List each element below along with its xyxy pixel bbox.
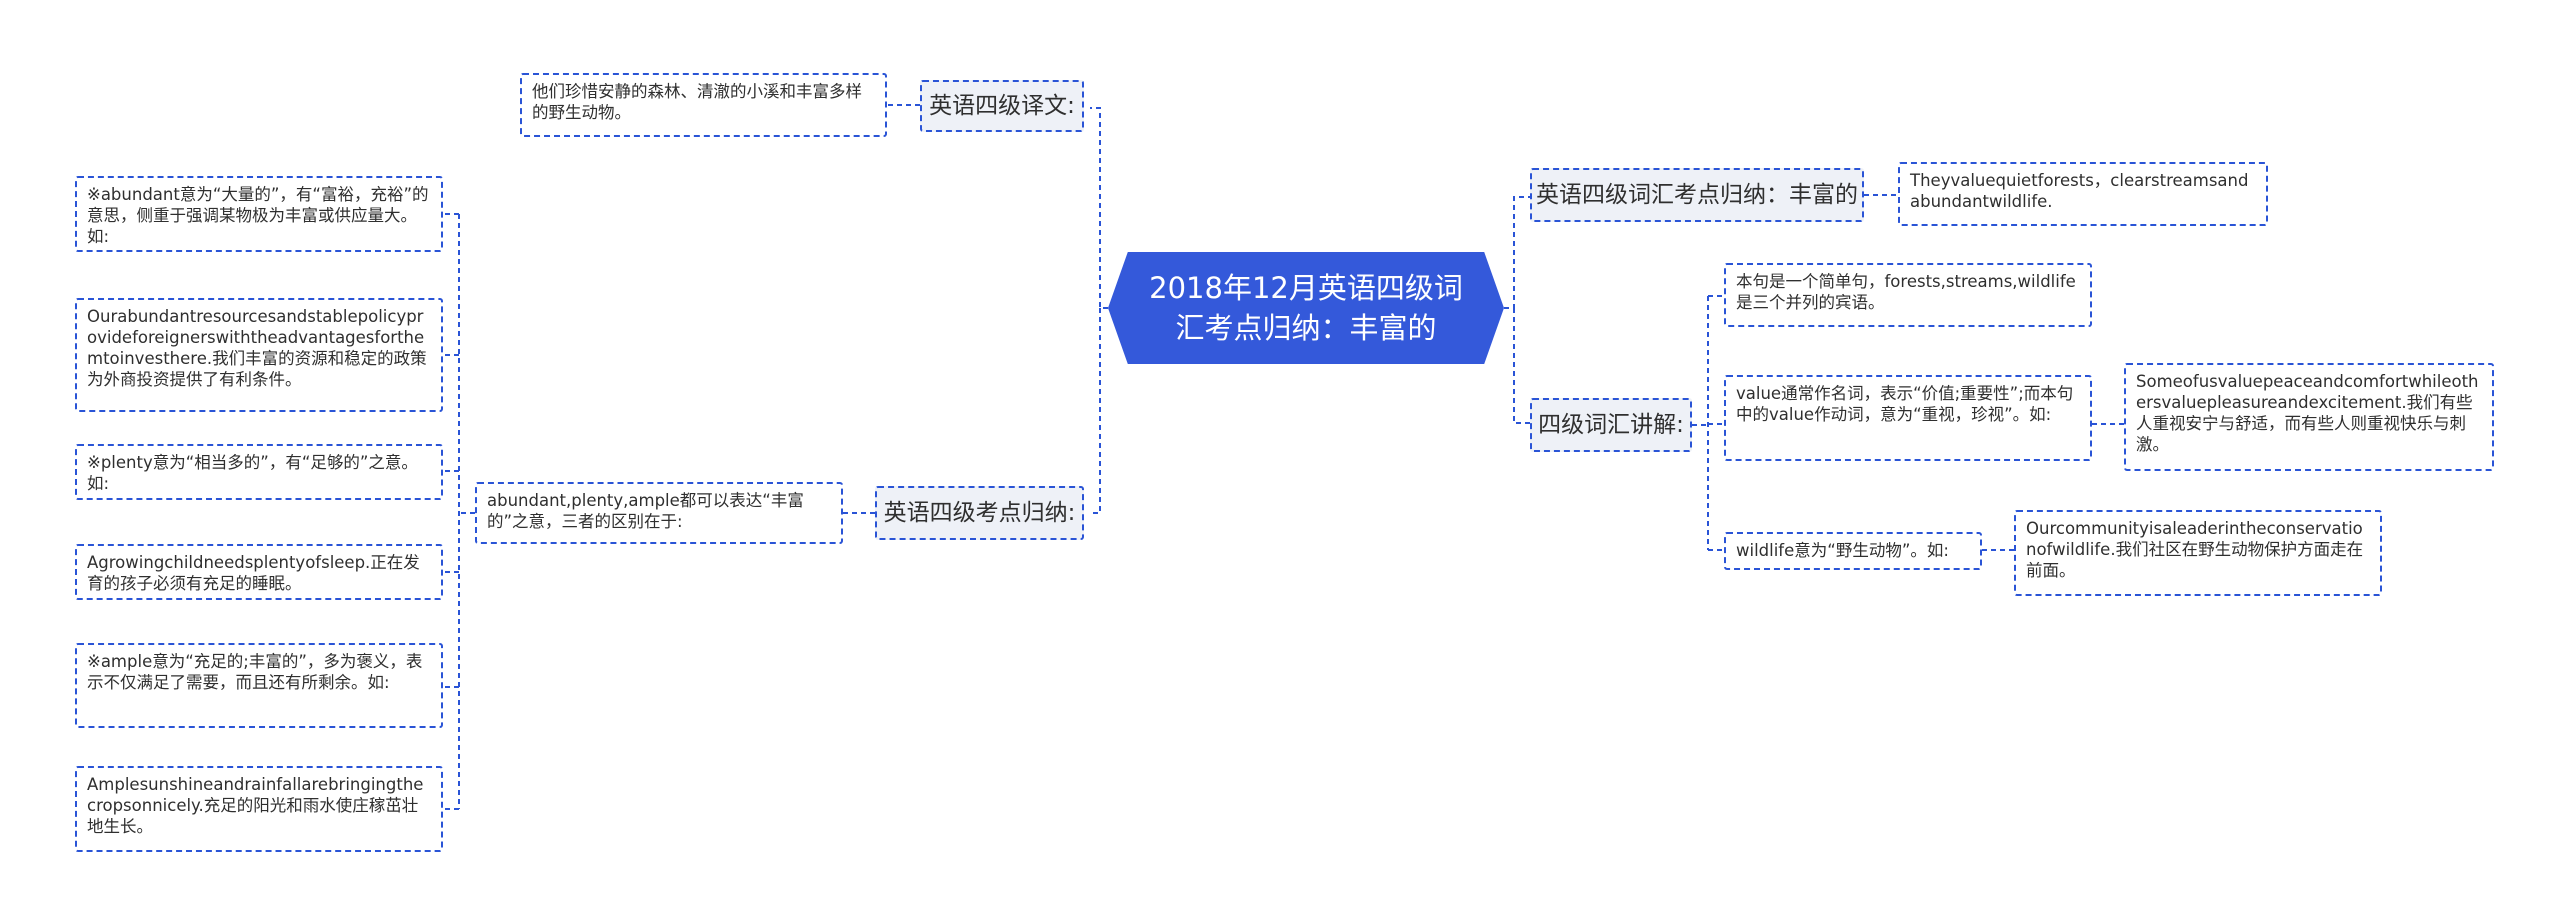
explain-item-value-example[interactable]: Someofusvaluepeaceandcomfortwhileothersv… <box>2124 363 2494 471</box>
points-item-text: ※ample意为“充足的;丰富的”，多为褒义，表示不仅满足了需要，而且还有所剩余… <box>87 652 423 692</box>
explain-item-text: value通常作名词，表示“价值;重要性”;而本句中的value作动词，意为“重… <box>1736 384 2074 424</box>
explain-item-sentence[interactable]: 本句是一个简单句，forests,streams,wildlife是三个并列的宾… <box>1724 263 2092 327</box>
points-item-text: Agrowingchildneedsplentyofsleep.正在发育的孩子必… <box>87 553 420 593</box>
branch-points-label: 英语四级考点归纳: <box>883 500 1076 526</box>
vocab-text: Theyvaluequietforests，clearstreamsandabu… <box>1910 171 2249 211</box>
points-intro-node[interactable]: abundant,plenty,ample都可以表达“丰富的”之意，三者的区别在… <box>475 482 843 544</box>
explain-example-text: Ourcommunityisaleaderintheconservationof… <box>2026 519 2364 580</box>
points-item-text: Amplesunshineandrainfallarebringingthecr… <box>87 775 424 836</box>
points-intro-text: abundant,plenty,ample都可以表达“丰富的”之意，三者的区别在… <box>487 491 804 531</box>
points-item-text: Ourabundantresourcesandstablepolicyprovi… <box>87 307 427 389</box>
points-item-plenty[interactable]: ※plenty意为“相当多的”，有“足够的”之意。如: <box>75 444 443 500</box>
branch-translation[interactable]: 英语四级译文: <box>920 80 1084 132</box>
vocab-text-node[interactable]: Theyvaluequietforests，clearstreamsandabu… <box>1898 162 2268 226</box>
branch-translation-label: 英语四级译文: <box>929 93 1075 119</box>
translation-text-node[interactable]: 他们珍惜安静的森林、清澈的小溪和丰富多样的野生动物。 <box>520 73 887 137</box>
explain-item-text: wildlife意为“野生动物”。如: <box>1736 541 1949 560</box>
translation-text: 他们珍惜安静的森林、清澈的小溪和丰富多样的野生动物。 <box>532 82 862 122</box>
root-title: 2018年12月英语四级词汇考点归纳：丰富的 <box>1149 271 1463 345</box>
explain-item-text: 本句是一个简单句，forests,streams,wildlife是三个并列的宾… <box>1736 272 2076 312</box>
root-topic[interactable]: 2018年12月英语四级词汇考点归纳：丰富的 <box>1108 252 1504 364</box>
branch-explain-label: 四级词汇讲解: <box>1538 412 1684 438</box>
branch-vocab-label: 英语四级词汇考点归纳：丰富的 <box>1536 182 1858 208</box>
explain-item-wildlife[interactable]: wildlife意为“野生动物”。如: <box>1724 532 1982 570</box>
explain-example-text: Someofusvaluepeaceandcomfortwhileothersv… <box>2136 372 2479 454</box>
branch-points[interactable]: 英语四级考点归纳: <box>875 486 1084 540</box>
points-item-text: ※plenty意为“相当多的”，有“足够的”之意。如: <box>87 453 418 493</box>
points-item-abundant[interactable]: ※abundant意为“大量的”，有“富裕，充裕”的意思，侧重于强调某物极为丰富… <box>75 176 443 252</box>
branch-explain[interactable]: 四级词汇讲解: <box>1530 398 1692 452</box>
points-item-ample[interactable]: ※ample意为“充足的;丰富的”，多为褒义，表示不仅满足了需要，而且还有所剩余… <box>75 643 443 728</box>
branch-vocab[interactable]: 英语四级词汇考点归纳：丰富的 <box>1530 168 1864 222</box>
points-item-abundant-example[interactable]: Ourabundantresourcesandstablepolicyprovi… <box>75 298 443 412</box>
explain-item-wildlife-example[interactable]: Ourcommunityisaleaderintheconservationof… <box>2014 510 2382 596</box>
points-item-plenty-example[interactable]: Agrowingchildneedsplentyofsleep.正在发育的孩子必… <box>75 544 443 600</box>
points-item-text: ※abundant意为“大量的”，有“富裕，充裕”的意思，侧重于强调某物极为丰富… <box>87 185 429 246</box>
points-item-ample-example[interactable]: Amplesunshineandrainfallarebringingthecr… <box>75 766 443 852</box>
explain-item-value[interactable]: value通常作名词，表示“价值;重要性”;而本句中的value作动词，意为“重… <box>1724 375 2092 461</box>
